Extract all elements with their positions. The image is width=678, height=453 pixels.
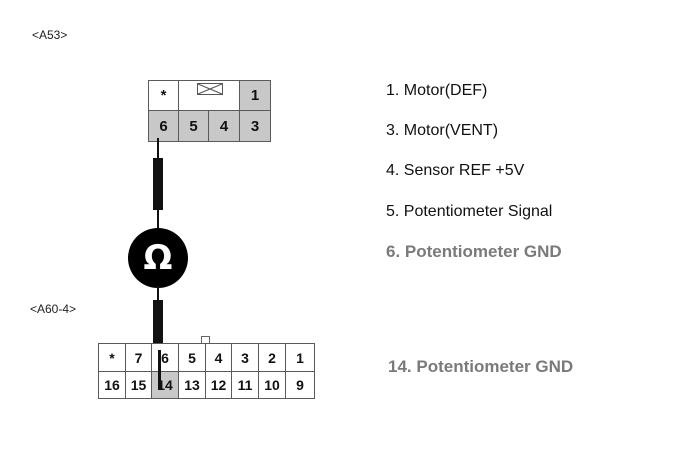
legend-a53-item: 5. Potentiometer Signal [386,203,553,220]
pin-a53-3: 3 [239,110,271,142]
legend-a53-highlight: 6. Potentiometer GND [386,242,562,261]
wire-thin-mid-upper [157,210,159,230]
pin-a60-5: 5 [178,343,206,372]
ohmmeter-icon: Ω [128,228,188,288]
pin-a53-4: 4 [208,110,240,142]
connector-lock-icon [197,83,223,95]
probe-tip [158,350,161,390]
pin-a60-16: 16 [98,371,126,399]
wire-thin-upper [157,138,159,158]
pin-a60-12: 12 [205,371,232,399]
pin-a60-1: 1 [285,343,315,372]
pin-a60-7: 7 [125,343,152,372]
legend-a53-item: 3. Motor(VENT) [386,122,499,139]
connector-a53-blank-cell [178,80,240,111]
pin-a60-9: 9 [285,371,315,399]
pin-a53-1: 1 [239,80,271,111]
pin-a60-star: * [98,343,126,372]
pin-a60-4: 4 [205,343,232,372]
connector-key-tab [201,336,210,345]
pin-a53-5: 5 [178,110,209,142]
pin-a60-11: 11 [231,371,259,399]
wire-probe-upper [153,158,163,210]
pin-a60-15: 15 [125,371,152,399]
pin-a60-2: 2 [258,343,286,372]
wire-thin-mid-lower [157,286,159,302]
pin-a60-13: 13 [178,371,206,399]
pin-a60-3: 3 [231,343,259,372]
connector-a60-label: <A60-4> [30,302,77,316]
legend-a60-highlight: 14. Potentiometer GND [388,357,574,376]
legend-a53-item: 1. Motor(DEF) [386,82,488,99]
legend-a53-item: 4. Sensor REF +5V [386,162,525,179]
pin-a60-6: 6 [151,343,179,372]
pin-a60-14: 14 [151,371,179,399]
connector-a53-label: <A53> [32,28,68,42]
pin-a60-10: 10 [258,371,286,399]
wire-probe-lower [153,300,163,350]
pin-a53-star: * [148,80,179,111]
pin-a53-6: 6 [148,110,179,142]
